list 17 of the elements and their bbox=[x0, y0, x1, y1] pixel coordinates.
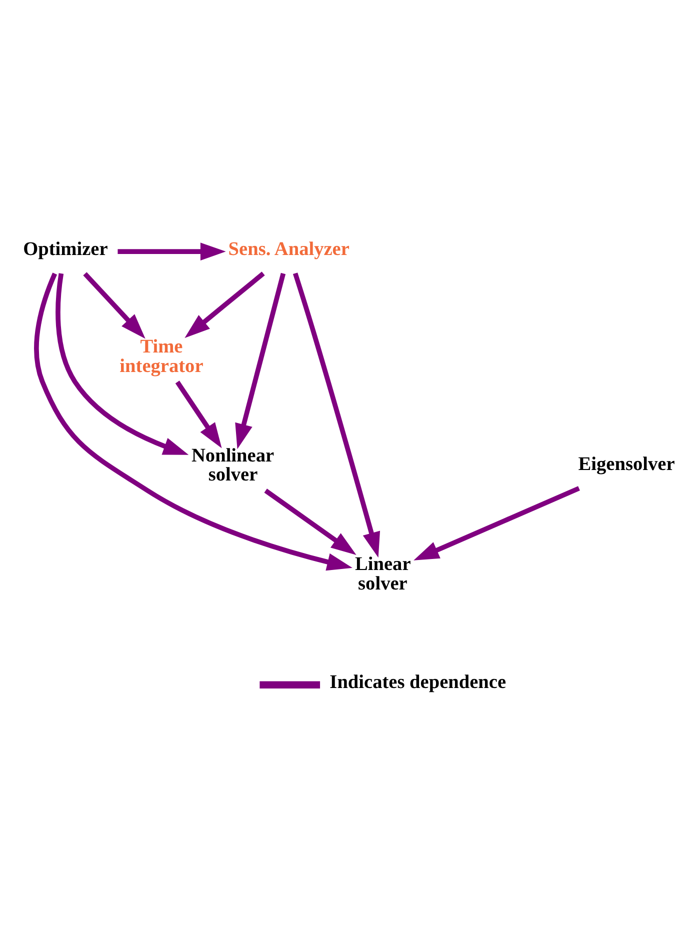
legend-label: Indicates dependence bbox=[330, 672, 506, 693]
arrow bbox=[235, 272, 286, 449]
node-text: Linear solver bbox=[355, 553, 411, 594]
arrow bbox=[118, 242, 226, 260]
arrow bbox=[175, 380, 222, 448]
node-text: Sens. Analyzer bbox=[228, 238, 350, 260]
arrow bbox=[184, 271, 265, 338]
node-text: Nonlinear solver bbox=[192, 444, 274, 486]
arrow bbox=[56, 272, 189, 454]
node-text: Time integrator bbox=[120, 336, 204, 376]
arrow bbox=[83, 272, 146, 338]
node-text: Optimizer bbox=[23, 238, 108, 260]
arrow bbox=[292, 272, 380, 558]
node-text: Eigensolver bbox=[578, 453, 675, 474]
arrow bbox=[34, 272, 352, 570]
arrow bbox=[264, 488, 356, 555]
arrow bbox=[414, 486, 580, 560]
